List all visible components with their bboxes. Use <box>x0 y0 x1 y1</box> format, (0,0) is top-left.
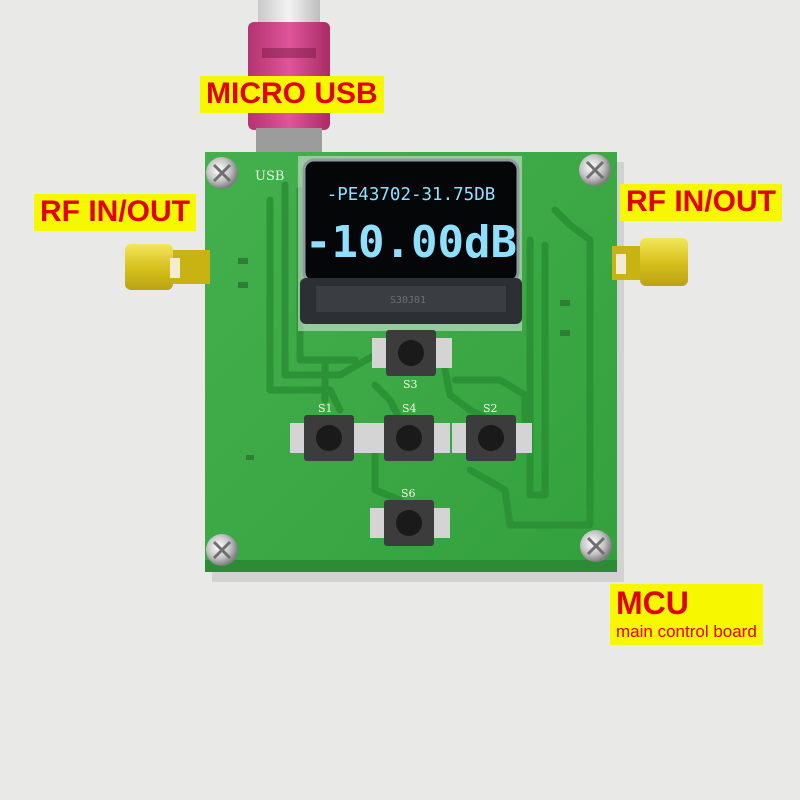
usb-silkscreen-label: USB <box>255 169 284 184</box>
button-s1[interactable] <box>290 415 370 461</box>
callout-rf-right: RF IN/OUT <box>620 184 782 221</box>
callout-mcu: MCU main control board <box>610 584 763 645</box>
screw-bottom-right <box>580 530 612 562</box>
label-s6: S6 <box>401 487 416 500</box>
label-s2: S2 <box>483 402 498 415</box>
label-s4: S4 <box>402 402 417 415</box>
mcu-subtitle: main control board <box>616 622 757 641</box>
svg-text:S30J01: S30J01 <box>390 295 426 306</box>
screw-bottom-left <box>206 534 238 566</box>
label-s1: S1 <box>318 402 333 415</box>
mcu-title: MCU <box>616 585 689 621</box>
rf-connector-left <box>125 244 210 290</box>
callout-micro-usb: MICRO USB <box>200 76 384 113</box>
rf-connector-right <box>612 238 688 286</box>
screw-top-right <box>579 154 611 186</box>
button-s6[interactable] <box>370 500 450 546</box>
screw-top-left <box>206 157 238 189</box>
button-s2[interactable] <box>452 415 532 461</box>
oled-model-line: -PE43702-31.75DB <box>327 185 496 205</box>
oled-module: S30J01 -PE43702-31.75DB -10.00dB <box>298 156 522 331</box>
button-s3[interactable] <box>372 330 452 376</box>
button-s4[interactable] <box>370 415 450 461</box>
oled-attenuation-value: -10.00dB <box>305 217 517 268</box>
label-s3: S3 <box>403 378 418 391</box>
callout-rf-left: RF IN/OUT <box>34 194 196 231</box>
